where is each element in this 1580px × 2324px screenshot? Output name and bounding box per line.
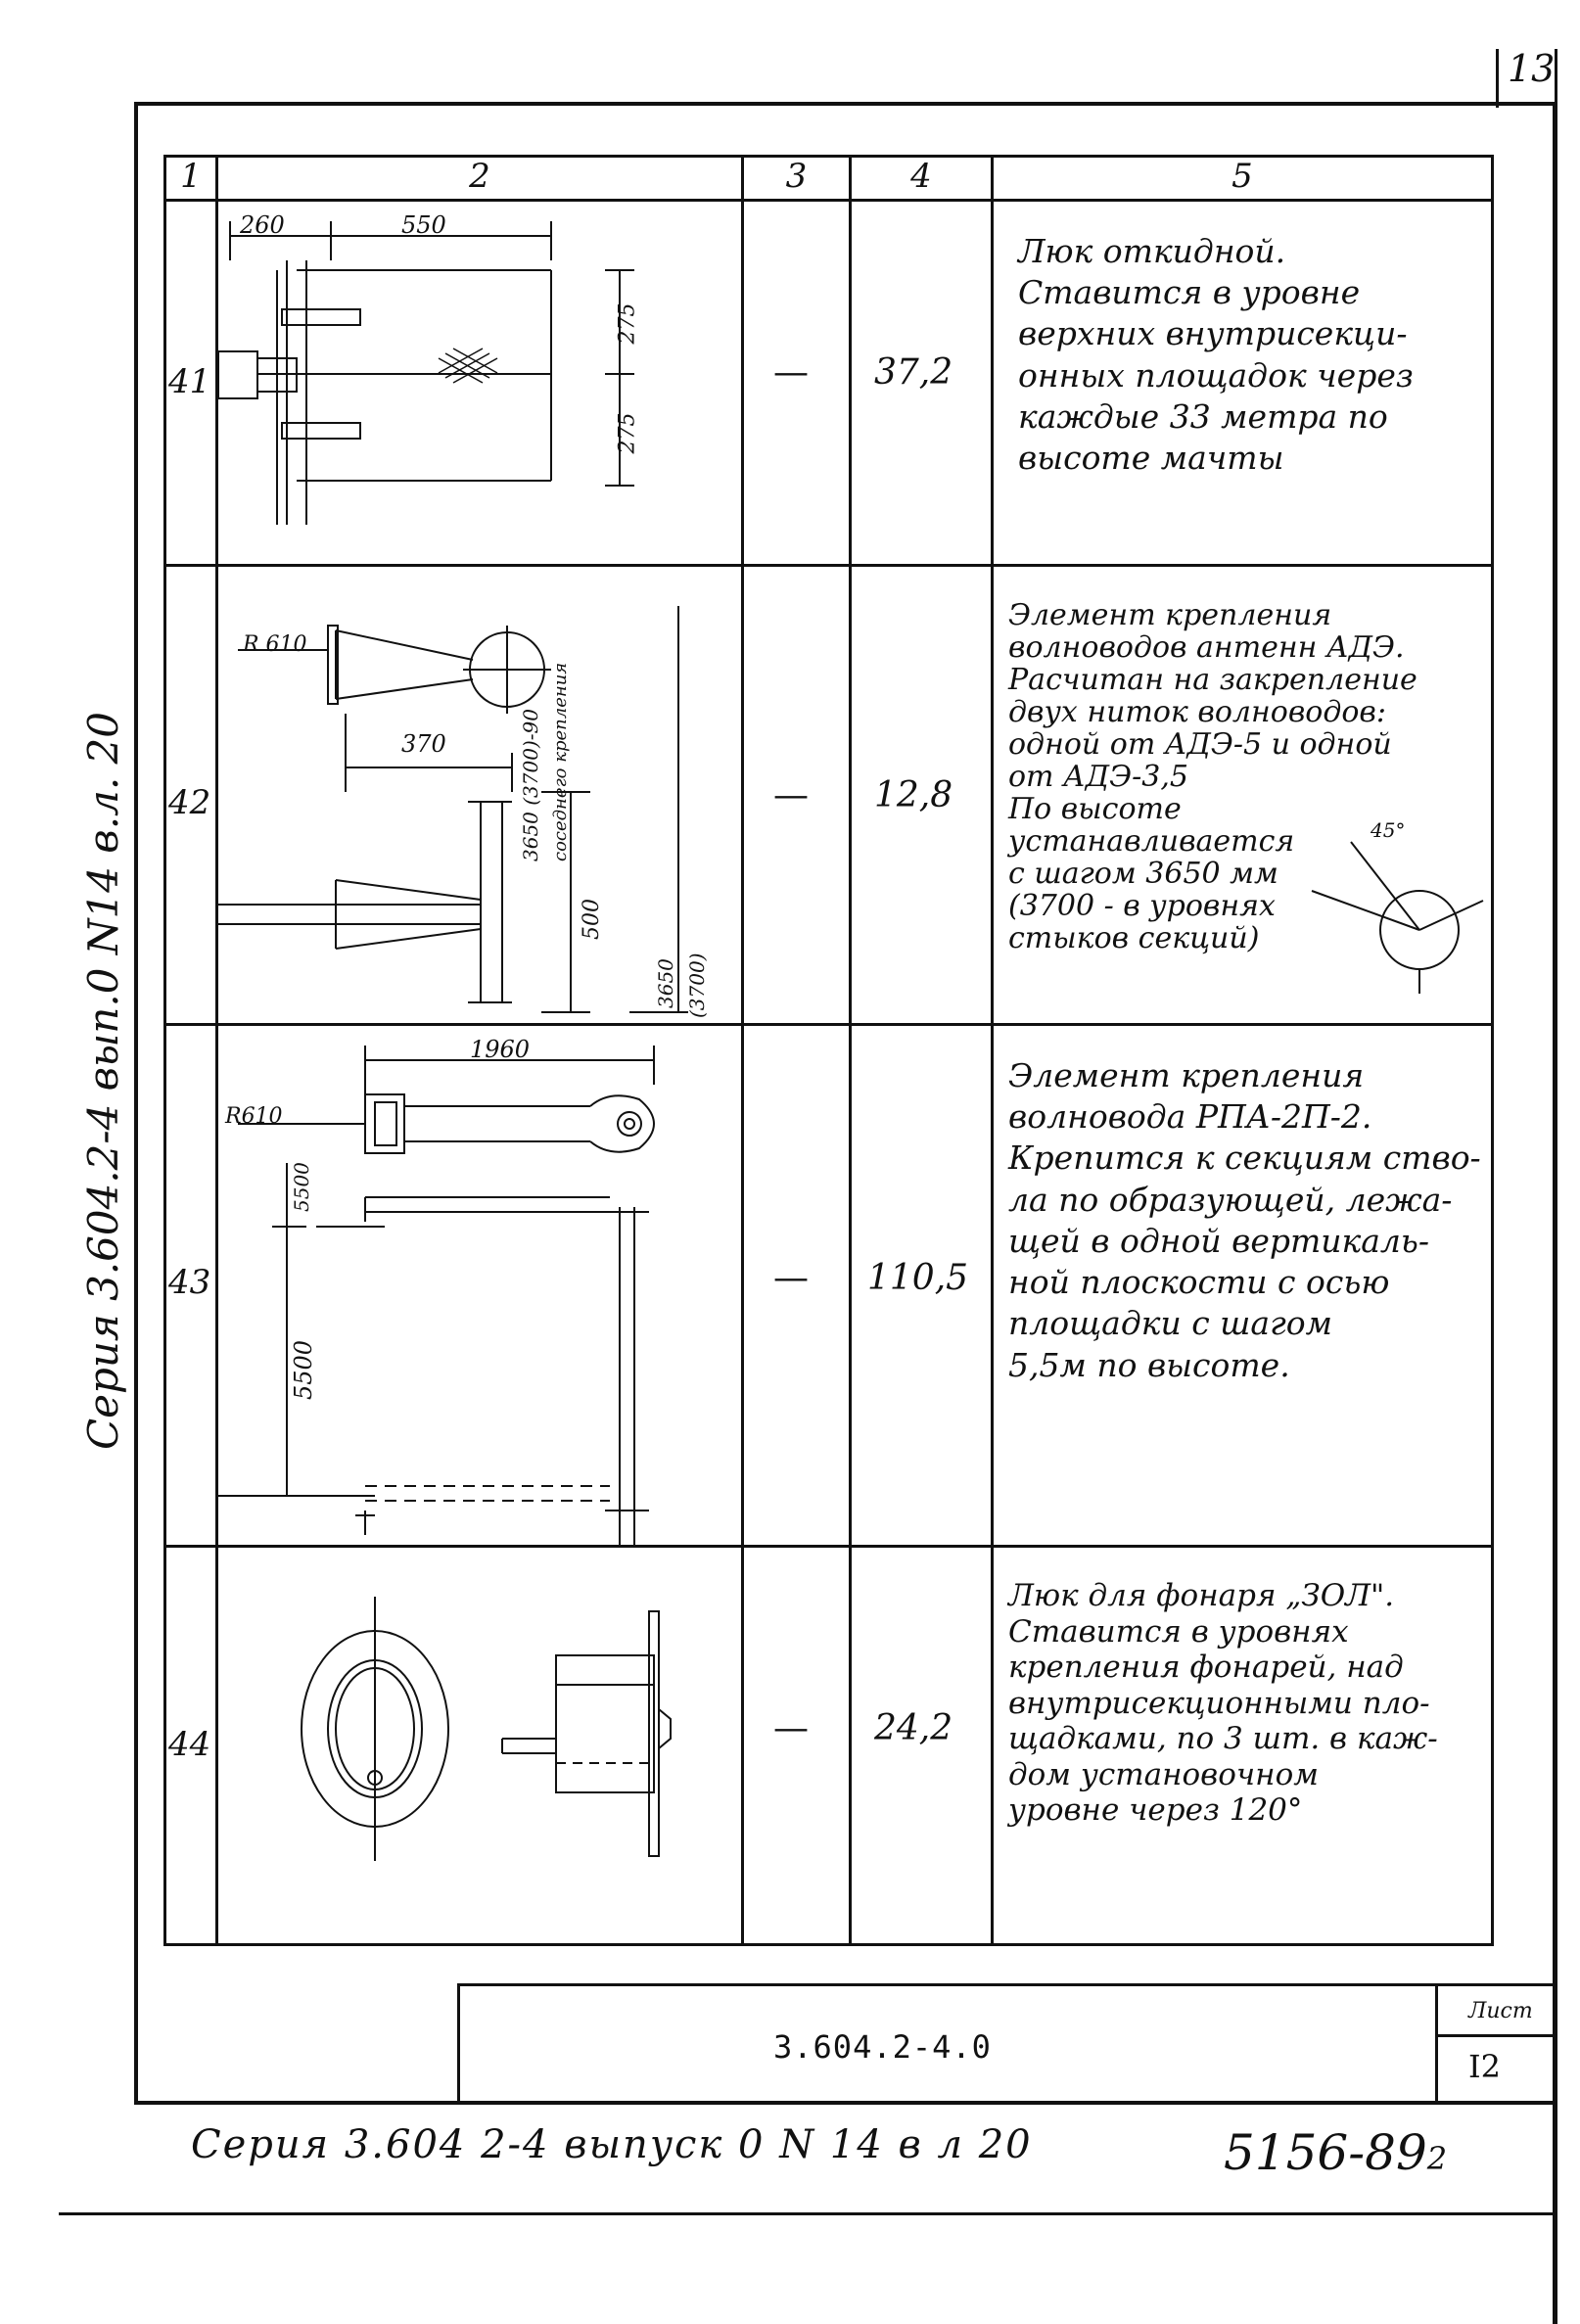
table-vline-3	[849, 155, 852, 1946]
sheet-number: I2	[1468, 2048, 1501, 2085]
corner-vline-2	[1555, 49, 1557, 108]
row-42-dim-3650-90: 3650 (3700)-90	[519, 709, 542, 861]
col-header-1: 1	[180, 157, 202, 196]
row-44-note: Люк для фонаря „ЗОЛ". Ставится в уровнях…	[1008, 1578, 1438, 1829]
row-41-drawing	[218, 202, 741, 564]
row-41-number: 41	[168, 362, 211, 401]
sheet-label: Лист	[1468, 1999, 1533, 2023]
row-42-dim-r610: R 610	[243, 632, 307, 657]
row-43-col3: —	[773, 1258, 809, 1298]
row-43-dim-r610: R610	[225, 1104, 283, 1129]
footer-number: 5156-892	[1224, 2124, 1447, 2181]
row-43-note: Элемент крепления волновода РПА-2П-2. Кр…	[1008, 1056, 1481, 1384]
frame-bottom	[134, 2101, 1557, 2105]
table-hline-0	[163, 155, 1494, 158]
titleblock-sheet-hline	[1435, 2034, 1556, 2037]
row-43-drawing	[218, 1026, 741, 1545]
corner-vline-1	[1496, 49, 1499, 108]
row-41-dim-275a: 275	[615, 302, 640, 345]
row-42-col3: —	[773, 775, 809, 815]
page-mark: 13	[1508, 47, 1556, 90]
footer-number-main: 5156-89	[1224, 2124, 1427, 2181]
row-44-col3: —	[773, 1708, 809, 1748]
row-42-angle: 45°	[1371, 818, 1406, 842]
col-header-4: 4	[910, 157, 932, 196]
col-header-2: 2	[469, 157, 490, 196]
table-vline-1	[215, 155, 218, 1946]
titleblock-top	[457, 1983, 1556, 1986]
row-42-number: 42	[168, 783, 211, 822]
table-vline-5	[1491, 155, 1494, 1946]
row-41-col3: —	[773, 352, 809, 393]
row-41-note: Люк откидной. Ставится в уровне верхних …	[1018, 232, 1414, 478]
row-41-dim-275b: 275	[615, 412, 640, 454]
row-44-drawing	[218, 1548, 741, 1943]
titleblock-sheet-divider	[1435, 1983, 1438, 2103]
frame-left	[134, 102, 138, 2104]
titleblock-left	[457, 1983, 460, 2103]
row-42-angle-sketch	[1292, 832, 1488, 999]
table-vline-4	[991, 155, 994, 1946]
row-42-dim-neighbour: соседнего крепления	[550, 662, 571, 861]
row-42-mass: 12,8	[874, 775, 953, 815]
row-42-note: Элемент крепления волноводов антенн АДЭ.…	[1008, 598, 1417, 955]
row-43-dim-1960: 1960	[470, 1036, 531, 1063]
row-42-dim-500: 500	[580, 899, 604, 940]
row-42-drawing	[218, 567, 741, 1023]
row-43-dim-5500a: 5500	[290, 1162, 313, 1212]
row-41-dim-260: 260	[240, 211, 285, 239]
row-42-dim-370: 370	[401, 730, 446, 758]
row-44-mass: 24,2	[874, 1708, 953, 1748]
frame-top	[134, 102, 1557, 106]
footer-series: Серия 3.604 2-4 выпуск 0 N 14 в л 20	[191, 2122, 1033, 2167]
side-series-text: Серия 3.604.2-4 вып.0 N14 в.л. 20	[79, 712, 127, 1451]
row-41-dim-550: 550	[401, 211, 446, 239]
row-43-number: 43	[168, 1263, 211, 1302]
col-header-3: 3	[785, 157, 808, 196]
row-44-number: 44	[168, 1725, 211, 1764]
frame-right	[1553, 102, 1557, 2324]
table-hline-4	[163, 1545, 1494, 1548]
table-hline-2	[163, 564, 1494, 567]
doc-code: 3.604.2-4.0	[773, 2028, 992, 2066]
table-vline-2	[741, 155, 744, 1946]
footer-number-sub: 2	[1426, 2140, 1448, 2177]
table-vline-0	[163, 155, 166, 1946]
table-hline-1	[163, 199, 1494, 202]
col-header-5: 5	[1231, 157, 1253, 196]
table-hline-5	[163, 1943, 1494, 1946]
table-hline-3	[163, 1023, 1494, 1026]
row-43-dim-5500b: 5500	[290, 1339, 317, 1400]
page-bottom-rule	[59, 2212, 1557, 2215]
row-41-mass: 37,2	[874, 352, 953, 393]
row-42-dim-3650: 3650	[654, 958, 677, 1008]
row-43-mass: 110,5	[867, 1258, 969, 1298]
row-42-dim-3700: (3700)	[685, 953, 709, 1018]
